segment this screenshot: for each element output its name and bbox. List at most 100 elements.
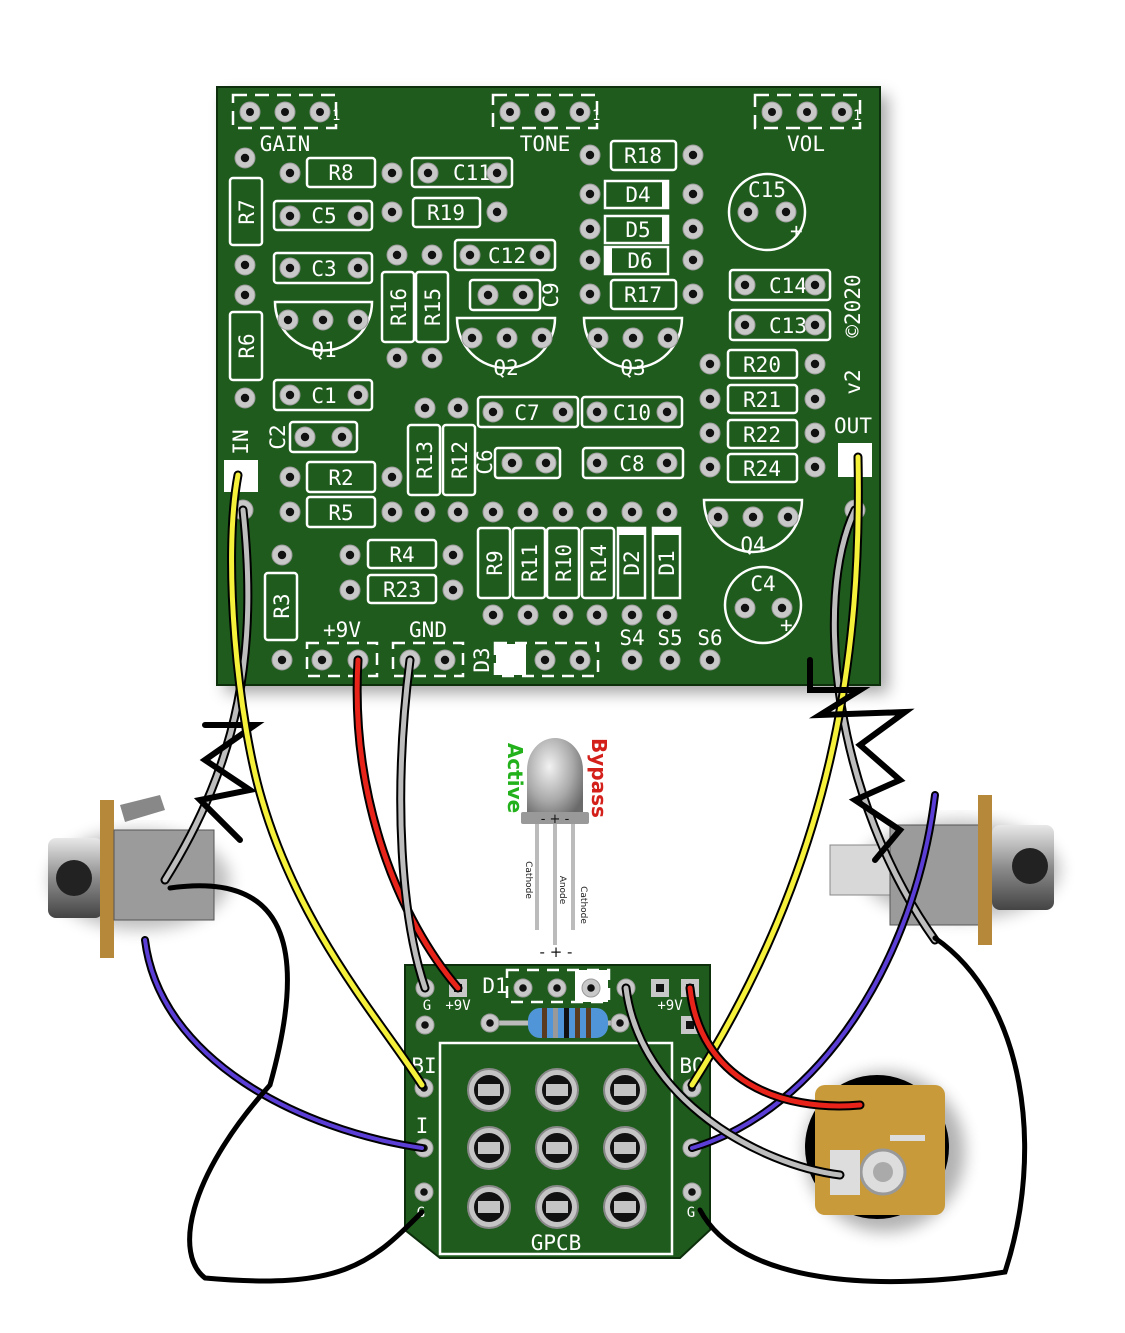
r13-label: R13 — [413, 441, 437, 479]
s4-label: S4 — [619, 626, 644, 650]
copyright-label: ©2020 — [841, 274, 865, 337]
c6-label: C6 — [473, 449, 497, 474]
pad-hole — [688, 189, 698, 199]
d2-label: D2 — [620, 550, 644, 575]
tone-label: TONE — [520, 132, 571, 156]
c5-label: C5 — [311, 204, 336, 228]
pad-hole — [353, 211, 363, 221]
pad-hole — [353, 390, 363, 400]
pad-hole — [285, 507, 295, 517]
vol-label: VOL — [787, 132, 825, 156]
pad-hole — [492, 207, 502, 217]
pad-hole — [240, 290, 250, 300]
d4-label: D4 — [625, 183, 650, 207]
d3-label: D3 — [470, 647, 494, 672]
pad-hole — [553, 984, 561, 992]
pad-hole — [748, 512, 758, 522]
pad-hole — [318, 315, 328, 325]
pad-hole — [592, 458, 602, 468]
pad-hole — [240, 260, 250, 270]
pad-hole — [448, 585, 458, 595]
switch-lug-tab — [478, 1084, 500, 1096]
pad-hole — [585, 289, 595, 299]
pad-hole — [592, 407, 602, 417]
anode-label: Anode — [557, 876, 567, 905]
sw-d1-label: D1 — [482, 974, 507, 998]
r6-label: R6 — [235, 333, 259, 358]
r3-label: R3 — [270, 593, 294, 618]
pad-hole — [387, 207, 397, 217]
led-top-polarity: - + - — [541, 812, 570, 827]
pad-hole — [558, 407, 568, 417]
pad-hole — [300, 432, 310, 442]
c8-label: C8 — [619, 452, 644, 476]
pad-hole — [240, 153, 250, 163]
pad-hole — [656, 984, 664, 992]
switch-lug-tab — [614, 1142, 636, 1154]
switch-lug-tab — [478, 1201, 500, 1213]
r16-label: R16 — [387, 288, 411, 326]
pad-hole — [810, 320, 820, 330]
cathode-right-label: Cathode — [578, 886, 588, 924]
r7-label: R7 — [235, 199, 259, 224]
pad-hole — [587, 984, 595, 992]
pad-hole — [518, 290, 528, 300]
switch-pcb: G +9V +9V D1 BI BO I G G GPCB — [404, 964, 711, 1259]
wire-yellow-input — [227, 470, 427, 1090]
switch-lug-tab — [546, 1201, 568, 1213]
transistors: Q1 Q2 Q3 Q4 — [273, 300, 804, 557]
potentiometer — [805, 1072, 965, 1232]
pad-hole — [688, 255, 698, 265]
pad-hole — [392, 353, 402, 363]
pads — [227, 144, 866, 671]
q2-label: Q2 — [493, 356, 518, 380]
pad-hole — [317, 655, 327, 665]
pad-hole — [523, 507, 533, 517]
pad-hole — [783, 512, 793, 522]
pad-hole — [453, 403, 463, 413]
pad-hole — [593, 333, 603, 343]
r11-label: R11 — [518, 544, 542, 582]
pad-hole — [810, 462, 820, 472]
pad-hole — [420, 507, 430, 517]
wire-black-ground-left — [167, 883, 425, 1284]
horizontal-components: R8 C11 C5 R19 R18 D4 D5 D6 C3 C12 R17 C1… — [272, 139, 832, 605]
switch-lug-tab — [614, 1084, 636, 1096]
pad-hole — [592, 610, 602, 620]
pin1-label: 1 — [853, 108, 861, 124]
r15-label: R15 — [421, 288, 445, 326]
pad-hole — [688, 224, 698, 234]
pad-hole — [628, 333, 638, 343]
pad-hole — [427, 250, 437, 260]
pad-hole — [705, 462, 715, 472]
r20-label: R20 — [743, 353, 781, 377]
wires — [141, 452, 1028, 1285]
pad-hole — [558, 610, 568, 620]
version-label: v2 — [841, 369, 865, 394]
electrolytic-caps: C15 + C4 + — [723, 172, 807, 645]
pad-hole — [585, 189, 595, 199]
pad-hole — [387, 507, 397, 517]
pad-hole — [387, 168, 397, 178]
bypass-label: Bypass — [587, 738, 611, 818]
c15-label: C15 — [748, 178, 786, 202]
pad-hole — [688, 1188, 696, 1196]
pad-hole — [387, 472, 397, 482]
pad-hole — [616, 1019, 624, 1027]
r17-label: R17 — [624, 283, 662, 307]
wire-red-power — [352, 655, 463, 993]
pad-hole — [686, 1021, 694, 1029]
out-label: OUT — [834, 414, 872, 438]
pad-hole — [592, 507, 602, 517]
c3-label: C3 — [311, 257, 336, 281]
pad-hole — [483, 290, 493, 300]
pad-hole — [662, 458, 672, 468]
pad-hole — [662, 507, 672, 517]
r23-label: R23 — [383, 578, 421, 602]
pad-hole — [427, 353, 437, 363]
r12-label: R12 — [448, 441, 472, 479]
pad-hole — [627, 655, 637, 665]
q1-label: Q1 — [311, 338, 336, 362]
pad-hole — [392, 250, 402, 260]
pad-hole — [492, 168, 502, 178]
